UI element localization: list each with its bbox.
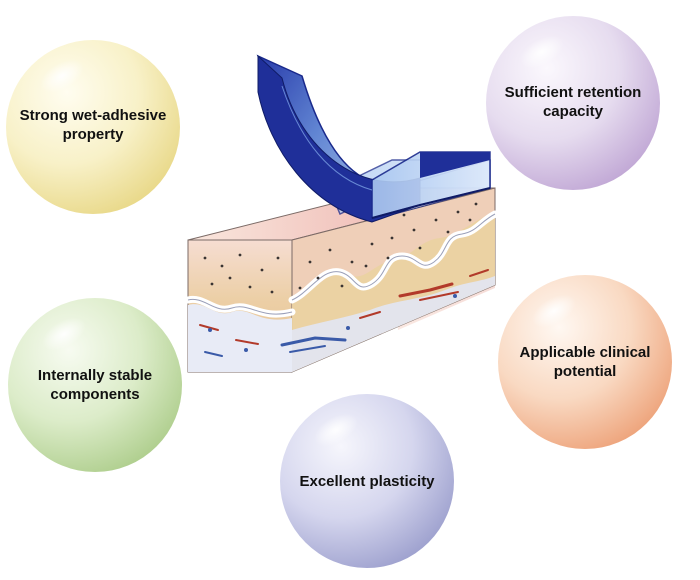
bubble-wet-adhesive	[6, 40, 180, 214]
feature-text: capacity	[542, 103, 604, 120]
hydrogel-patch	[256, 54, 491, 223]
feature-label-stable: Internally stable components	[10, 366, 180, 404]
feature-label-clinical: Applicable clinical potential	[500, 343, 670, 381]
feature-text: Sufficient retention	[504, 84, 642, 101]
feature-text: Internally stable	[37, 367, 153, 384]
feature-label-plasticity: Excellent plasticity	[282, 472, 452, 491]
skin-block	[184, 187, 499, 373]
bubble-retention	[486, 16, 660, 190]
bubble-clinical	[498, 275, 672, 449]
feature-text: property	[62, 126, 124, 143]
feature-text: Excellent plasticity	[299, 473, 435, 490]
feature-label-wet-adhesive: Strong wet-adhesive property	[8, 106, 178, 144]
bubble-plasticity	[280, 394, 454, 568]
feature-text: Strong wet-adhesive	[19, 107, 167, 124]
feature-text: Applicable clinical	[519, 344, 651, 361]
feature-label-retention: Sufficient retention capacity	[488, 83, 658, 121]
feature-text: potential	[553, 363, 617, 380]
bubble-stable	[8, 298, 182, 472]
feature-text: components	[50, 386, 140, 403]
